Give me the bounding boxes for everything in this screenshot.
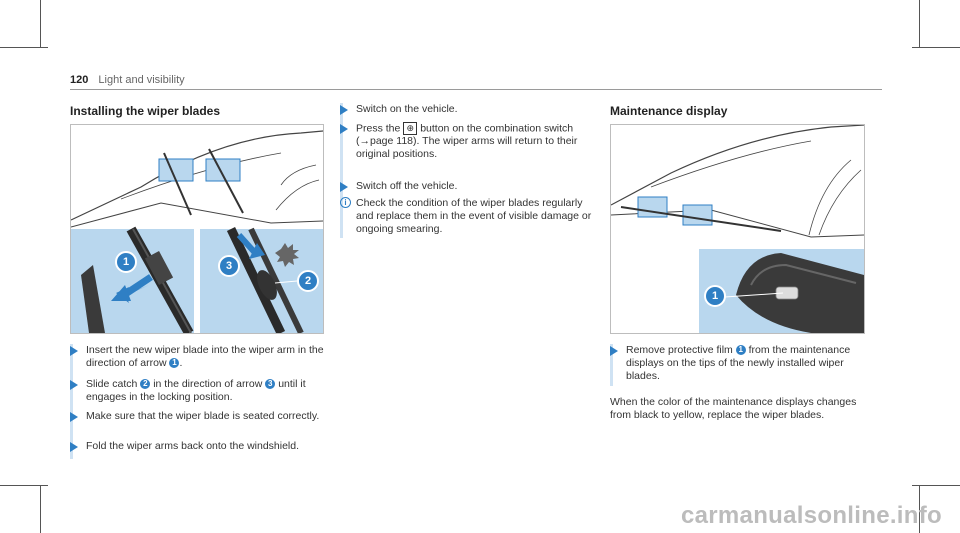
step-insert-blade: Insert the new wiper blade into the wipe… xyxy=(70,344,328,370)
header-rule xyxy=(70,89,882,90)
running-header: 120 Light and visibility xyxy=(70,74,185,86)
step-arrow-icon xyxy=(70,442,78,452)
step-arrow-icon xyxy=(610,346,618,356)
info-icon: i xyxy=(340,197,351,208)
step-arrow-icon xyxy=(70,346,78,356)
crop-mark xyxy=(40,0,41,48)
wiper-installation-figure: 1 3 2 xyxy=(70,124,324,334)
step-fold-arms: Fold the wiper arms back onto the windsh… xyxy=(70,440,338,453)
step-arrow-icon xyxy=(70,380,78,390)
step-press-button: Press the ⊕ button on the combination sw… xyxy=(340,122,595,161)
step-slide-catch: Slide catch 2 in the direction of arrow … xyxy=(70,378,328,404)
maintenance-paragraph: When the color of the maintenance displa… xyxy=(610,396,857,421)
section-heading-maintenance: Maintenance display xyxy=(610,104,728,118)
callout-3: 3 xyxy=(218,255,240,277)
step-text: Make sure that the wiper blade is seated… xyxy=(86,410,320,422)
step-arrow-icon xyxy=(340,182,348,192)
step-arrow-icon xyxy=(340,105,348,115)
callout-1: 1 xyxy=(704,285,726,307)
arrow-right-icon: → xyxy=(359,135,371,148)
page-link[interactable]: page 118 xyxy=(370,135,414,148)
ref-circle: 1 xyxy=(735,345,746,356)
ref-circle: 3 xyxy=(265,379,276,390)
crop-mark xyxy=(912,47,960,48)
step-arrow-icon xyxy=(340,124,348,134)
step-arrow-icon xyxy=(70,412,78,422)
crop-mark xyxy=(912,485,960,486)
section-title: Light and visibility xyxy=(98,74,185,86)
ref-circle: 1 xyxy=(169,358,180,369)
wiper-installation-illustration xyxy=(71,130,323,333)
step-check-seated: Make sure that the wiper blade is seated… xyxy=(70,410,328,423)
step-bar xyxy=(340,103,343,238)
crop-mark xyxy=(919,485,920,533)
ref-circle: 2 xyxy=(140,379,151,390)
step-text: Fold the wiper arms back onto the windsh… xyxy=(86,440,300,452)
wiper-button-icon: ⊕ xyxy=(403,122,418,135)
crop-mark xyxy=(0,485,48,486)
maintenance-display-illustration xyxy=(611,125,864,333)
note-check-condition: i Check the condition of the wiper blade… xyxy=(340,197,598,236)
step-switch-on: Switch on the vehicle. xyxy=(340,103,598,116)
callout-1: 1 xyxy=(115,251,137,273)
crop-mark xyxy=(0,47,48,48)
callout-2: 2 xyxy=(297,270,319,292)
page-number: 120 xyxy=(70,74,89,86)
crop-mark xyxy=(919,0,920,48)
step-bar xyxy=(610,344,613,386)
step-text: Switch off the vehicle. xyxy=(356,180,458,192)
section-heading-installing: Installing the wiper blades xyxy=(70,104,221,118)
step-text: Switch on the vehicle. xyxy=(356,103,458,115)
step-text: Insert the new wiper blade into the wipe… xyxy=(86,344,324,369)
step-remove-film: Remove protective film 1 from the mainte… xyxy=(610,344,865,383)
note-text: Check the condition of the wiper blades … xyxy=(356,197,592,235)
step-bar xyxy=(70,344,73,459)
step-switch-off: Switch off the vehicle. xyxy=(340,180,598,193)
maintenance-display-figure: 1 xyxy=(610,124,865,334)
watermark: carmanualsonline.info xyxy=(680,502,942,529)
crop-mark xyxy=(40,485,41,533)
